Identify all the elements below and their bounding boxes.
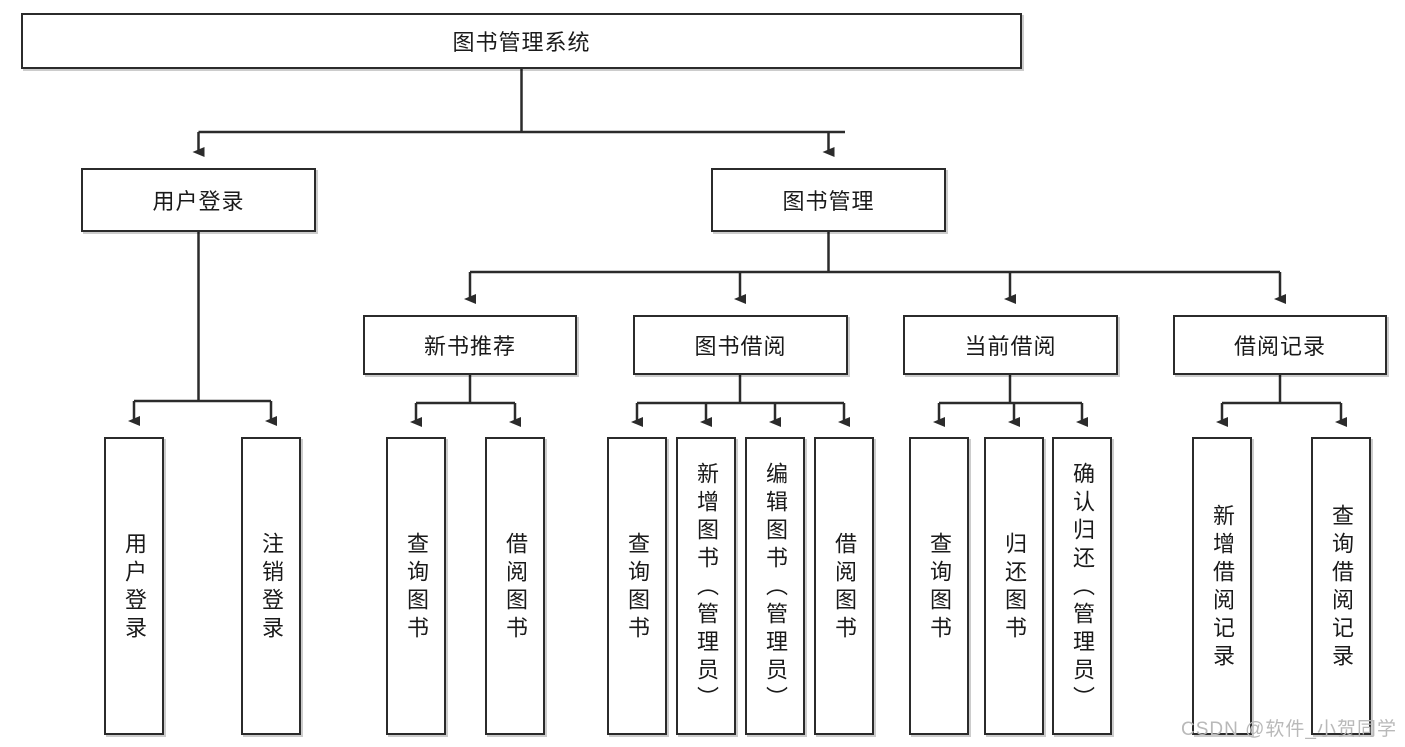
node-leaf-edit-book[interactable]: 编辑图书（管理员） xyxy=(745,437,805,735)
node-leaf-confirm-return[interactable]: 确认归还（管理员） xyxy=(1052,437,1112,735)
node-book-manage[interactable]: 图书管理 xyxy=(711,168,946,232)
node-current-borrow-label: 当前借阅 xyxy=(964,334,1057,359)
node-leaf-query-borrow-record[interactable]: 查询借阅记录 xyxy=(1311,437,1371,735)
node-leaf-return-book[interactable]: 归还图书 xyxy=(984,437,1044,735)
node-leaf-borrow-book-recommend[interactable]: 借阅图书 xyxy=(485,437,545,735)
node-leaf-user-login-label: 用户登录 xyxy=(122,532,147,644)
node-new-book-recommendation-label: 新书推荐 xyxy=(423,334,516,359)
node-root-label: 图书管理系统 xyxy=(452,30,591,55)
node-leaf-query-book-borrow-label: 查询图书 xyxy=(625,532,650,644)
node-leaf-add-borrow-record-label: 新增借阅记录 xyxy=(1210,504,1235,672)
node-leaf-query-book-borrow[interactable]: 查询图书 xyxy=(607,437,667,735)
node-user-login-label: 用户登录 xyxy=(152,189,245,214)
node-leaf-borrow-book-label: 借阅图书 xyxy=(832,532,857,644)
node-leaf-query-book-current-label: 查询图书 xyxy=(927,532,952,644)
node-leaf-return-book-label: 归还图书 xyxy=(1002,532,1027,644)
node-borrow-record-label: 借阅记录 xyxy=(1233,334,1326,359)
node-leaf-borrow-book[interactable]: 借阅图书 xyxy=(814,437,874,735)
node-leaf-query-borrow-record-label: 查询借阅记录 xyxy=(1329,504,1354,672)
node-leaf-confirm-return-label: 确认归还（管理员） xyxy=(1070,462,1095,714)
node-leaf-user-login[interactable]: 用户登录 xyxy=(104,437,164,735)
node-leaf-add-book[interactable]: 新增图书（管理员） xyxy=(676,437,736,735)
node-book-borrow-label: 图书借阅 xyxy=(694,334,787,359)
node-root[interactable]: 图书管理系统 xyxy=(21,13,1022,69)
node-leaf-add-borrow-record[interactable]: 新增借阅记录 xyxy=(1192,437,1252,735)
node-book-manage-label: 图书管理 xyxy=(782,189,875,214)
node-leaf-user-logout-label: 注销登录 xyxy=(259,532,284,644)
node-user-login[interactable]: 用户登录 xyxy=(81,168,316,232)
node-current-borrow[interactable]: 当前借阅 xyxy=(903,315,1118,375)
node-leaf-edit-book-label: 编辑图书（管理员） xyxy=(763,462,788,714)
node-new-book-recommendation[interactable]: 新书推荐 xyxy=(363,315,577,375)
node-leaf-borrow-book-recommend-label: 借阅图书 xyxy=(503,532,528,644)
node-leaf-query-book-current[interactable]: 查询图书 xyxy=(909,437,969,735)
node-leaf-query-book-recommend-label: 查询图书 xyxy=(404,532,429,644)
node-leaf-query-book-recommend[interactable]: 查询图书 xyxy=(386,437,446,735)
node-book-borrow[interactable]: 图书借阅 xyxy=(633,315,848,375)
node-borrow-record[interactable]: 借阅记录 xyxy=(1173,315,1387,375)
csdn-watermark: CSDN @软件_小贺同学 xyxy=(1181,719,1397,740)
node-leaf-user-logout[interactable]: 注销登录 xyxy=(241,437,301,735)
node-leaf-add-book-label: 新增图书（管理员） xyxy=(694,462,719,714)
